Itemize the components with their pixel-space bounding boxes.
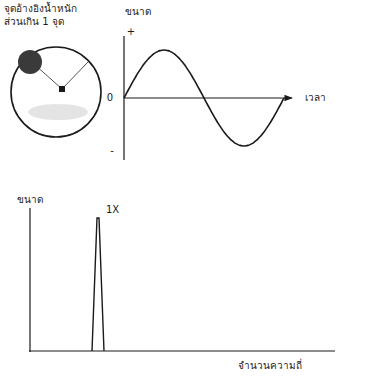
axis-sign: -: [110, 145, 114, 158]
heavy-spot: [18, 50, 42, 74]
callout-text: จุดอ้างอิงน้ำหนัก ส่วนเกิน 1 จุด: [4, 3, 90, 28]
rotor-spoke: [62, 62, 88, 89]
x-axis: [29, 350, 335, 351]
axis-title: ขนาด: [17, 194, 43, 207]
axis-title: ขนาด: [125, 6, 151, 19]
sine-wave: [124, 50, 284, 146]
y-axis: [29, 208, 30, 352]
axis-zero: 0: [107, 92, 113, 105]
rotor-shading: [28, 104, 88, 120]
axis-sign: +: [127, 26, 135, 39]
rotor-shaft: [59, 86, 65, 92]
peak-label: 1X: [106, 204, 119, 217]
spectrum-peak: [92, 218, 104, 351]
axis-title: จำนวนความถี่: [238, 360, 302, 373]
axis-title: เวลา: [305, 92, 326, 105]
rotor-disc: [11, 47, 101, 137]
x-axis: [124, 97, 292, 98]
